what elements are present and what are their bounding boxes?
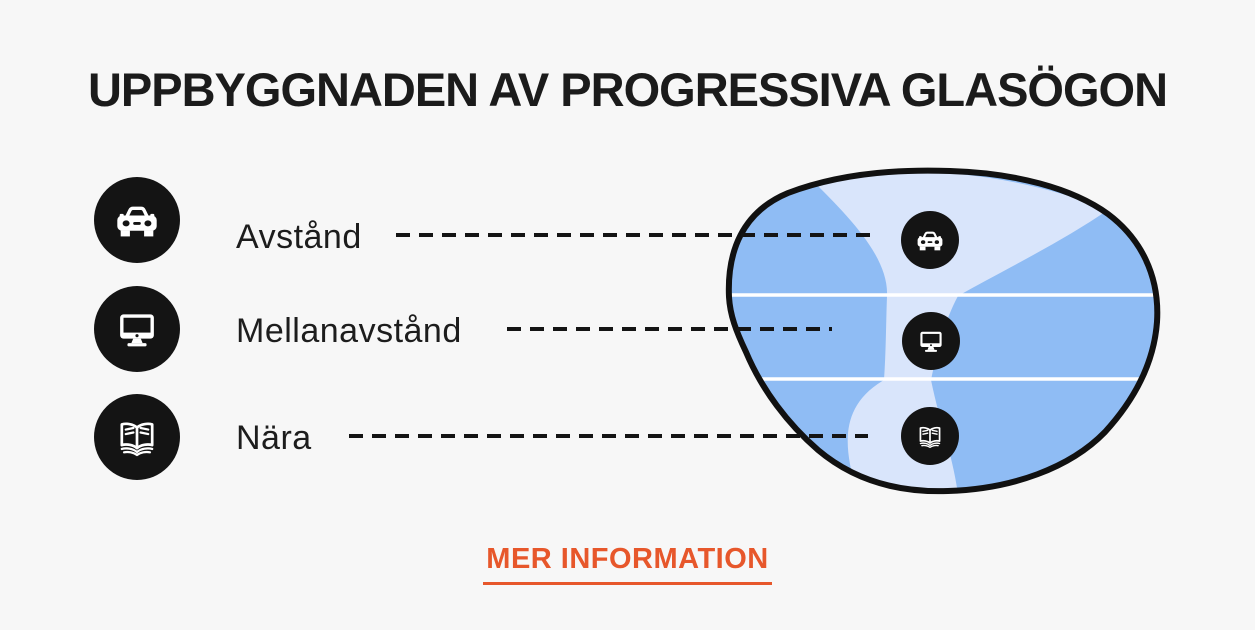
book-icon (110, 410, 164, 464)
monitor-badge (94, 286, 180, 372)
page-title: UPPBYGGNADEN AV PROGRESSIVA GLASÖGON (87, 63, 1168, 116)
more-info-wrap: MER INFORMATION (0, 543, 1255, 585)
lens-zone-markers (901, 211, 960, 465)
near-label: Nära (236, 419, 312, 457)
lens-progressive-corridor (812, 171, 1108, 492)
car-icon (110, 193, 164, 247)
distance-connector-line (396, 233, 870, 237)
monitor-icon (110, 302, 164, 356)
near-connector-line (349, 434, 868, 438)
intermediate-connector-line (507, 327, 832, 331)
car-badge (94, 177, 180, 263)
intermediate-label: Mellanavstånd (236, 312, 462, 350)
distance-label: Avstånd (236, 218, 362, 256)
more-information-link[interactable]: MER INFORMATION (483, 543, 772, 585)
book-badge (94, 394, 180, 480)
